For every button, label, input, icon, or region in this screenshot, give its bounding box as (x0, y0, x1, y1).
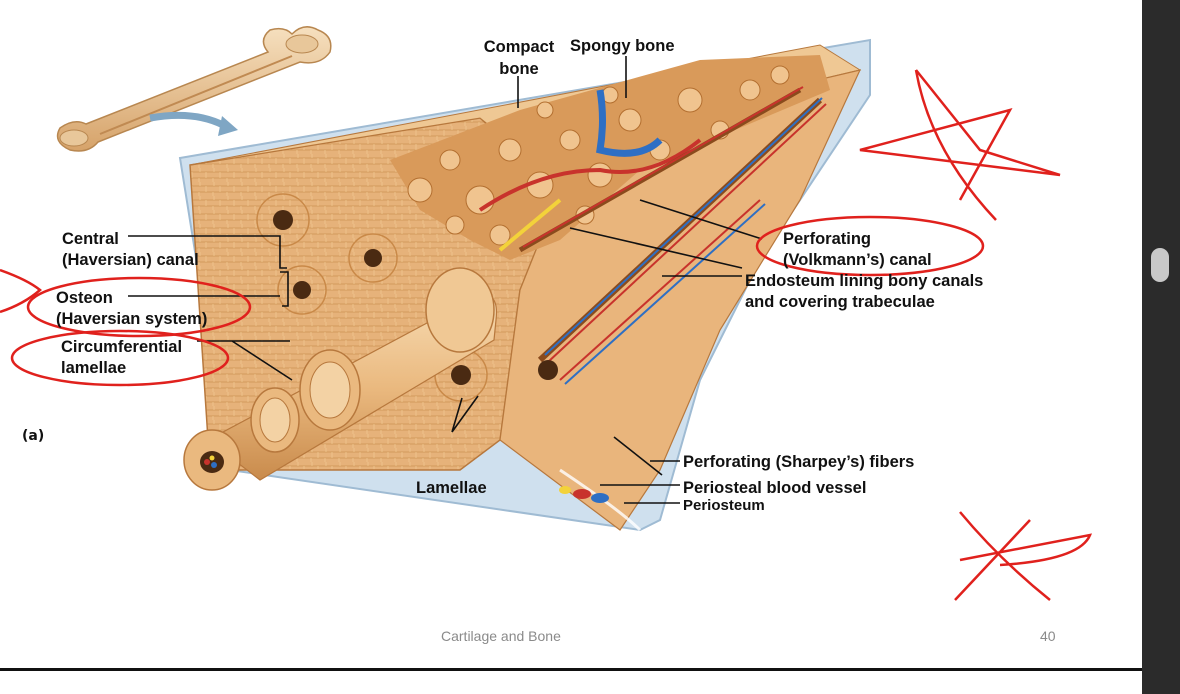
leader-lines (128, 56, 763, 504)
circumferential-line2: lamellae (61, 359, 127, 377)
spongy-bone-label: Spongy bone (570, 37, 675, 55)
osteon-label: Osteon (Haversian system) (56, 288, 207, 330)
compact-bone-label: Compact bone (480, 36, 558, 80)
periosteal-vessels (559, 486, 609, 503)
compact-bone-text: Compact bone (483, 38, 555, 78)
periosteum-label: Periosteum (683, 497, 765, 514)
perforating-canal-label: Perforating (Volkmann’s) canal (783, 229, 932, 271)
long-bone-icon (56, 26, 332, 152)
slide: Compact bone Spongy bone Central (Havers… (0, 26, 1142, 671)
slide-footer-title: Cartilage and Bone (441, 628, 561, 644)
lamellae-label: Lamellae (416, 479, 487, 497)
sharpeys-fibers-label: Perforating (Sharpey’s) fibers (683, 453, 915, 471)
bone-structure-illustration (0, 26, 1093, 601)
scrollbar-thumb[interactable] (1151, 248, 1169, 282)
perforating-canal-line2: (Volkmann’s) canal (783, 251, 932, 269)
central-canal-line1: Central (62, 230, 119, 248)
figure-part-label: (a) (22, 428, 45, 444)
circumferential-line1: Circumferential (61, 338, 183, 356)
central-canal-label: Central (Haversian) canal (62, 229, 199, 271)
slide-bottom-divider (0, 668, 1142, 671)
osteon-line1: Osteon (56, 289, 113, 307)
central-canal-line2: (Haversian) canal (62, 251, 199, 269)
curved-arrow-icon (149, 111, 238, 136)
slide-page-number: 40 (1040, 628, 1056, 644)
handwritten-annotations (0, 69, 1093, 601)
endosteum-line2: and covering trabeculae (745, 293, 935, 311)
osteon-line2: (Haversian system) (56, 310, 208, 328)
circumferential-lamellae-label: Circumferential lamellae (61, 337, 182, 379)
vertical-scrollbar[interactable] (1142, 0, 1180, 694)
endosteum-line1: Endosteum lining bony canals (745, 272, 984, 290)
periosteal-vessel-label: Periosteal blood vessel (683, 479, 867, 497)
endosteum-label: Endosteum lining bony canals and coverin… (745, 271, 983, 313)
osteon-cylinder (183, 267, 498, 491)
perforating-canal-line1: Perforating (783, 230, 872, 248)
